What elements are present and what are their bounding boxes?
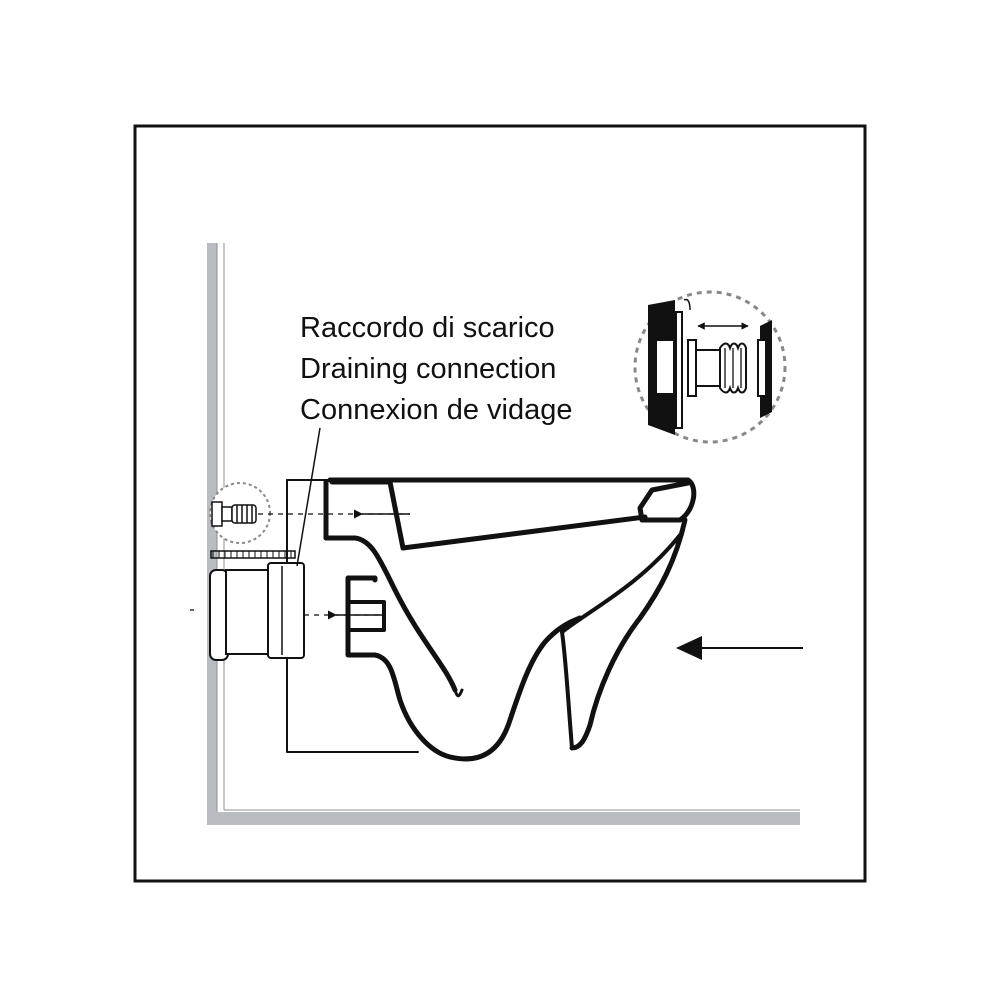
drain-fitting <box>209 550 305 661</box>
label-italian: Raccordo di scarico <box>300 312 555 344</box>
left-arrow-icon <box>676 636 803 660</box>
label-leader-line <box>296 427 321 567</box>
small-arrows <box>327 509 410 620</box>
inlet-detail <box>209 482 271 544</box>
toilet-bowl <box>286 477 697 762</box>
draining-connection-label: Raccordo di scarico Draining connection … <box>300 312 572 426</box>
corrugated-pipe-connector-icon <box>633 290 787 444</box>
label-french: Connexion de vidage <box>300 394 572 426</box>
label-english: Draining connection <box>300 353 556 385</box>
